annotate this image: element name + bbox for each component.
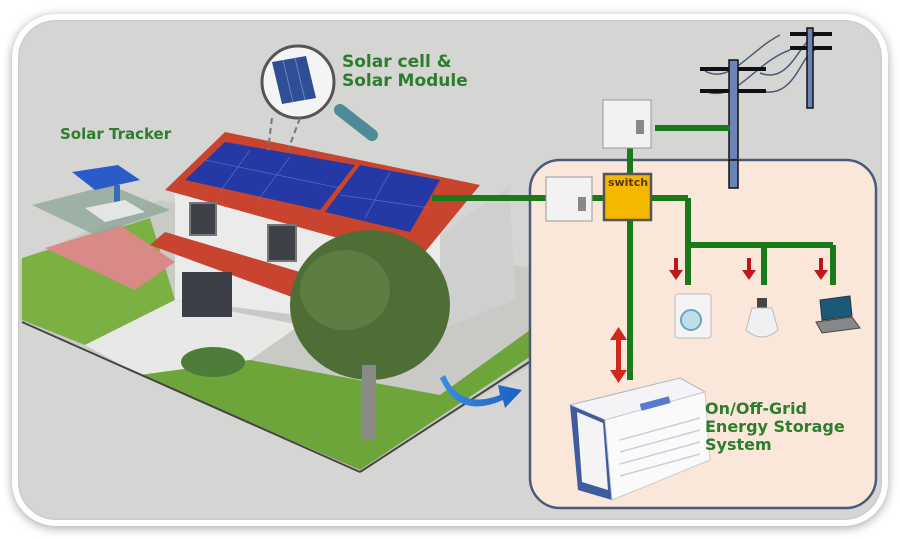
solar-array-1 xyxy=(185,142,355,210)
switch-box xyxy=(602,172,653,222)
storage-label-line3: System xyxy=(705,434,772,454)
meter-box-icon xyxy=(545,99,652,222)
patio xyxy=(45,225,175,290)
tree-trunk xyxy=(362,365,376,440)
battery-storage-icon xyxy=(568,377,711,501)
tracker-panel xyxy=(72,165,140,190)
light-bulb-icon xyxy=(745,298,779,338)
window xyxy=(189,202,217,236)
storage-label: On/Off-Grid Energy Storage System xyxy=(705,400,845,454)
solar-cell-label-line2: Solar Module xyxy=(342,71,468,92)
window xyxy=(267,224,297,262)
storage-label-line2: Energy Storage xyxy=(705,416,845,436)
laptop-icon xyxy=(815,295,861,334)
curved-arrow-icon xyxy=(440,375,522,408)
solar-cell-label: Solar cell & Solar Module xyxy=(342,52,468,92)
power-pole-icon xyxy=(700,27,832,189)
garage-door xyxy=(182,272,232,317)
driveway xyxy=(85,300,300,375)
shrub xyxy=(181,347,245,377)
house-side-wall xyxy=(440,185,515,330)
down-arrow-icon xyxy=(669,258,828,280)
wiring xyxy=(432,125,836,380)
switch-label: switch xyxy=(607,176,649,189)
storage-label-line1: On/Off-Grid xyxy=(705,399,807,418)
washing-machine-icon xyxy=(674,293,712,339)
solar-cell-label-line1: Solar cell & xyxy=(342,52,452,72)
solar-tracker-label: Solar Tracker xyxy=(60,125,172,143)
magnifier-icon xyxy=(260,44,378,151)
porch-roof xyxy=(150,232,310,300)
solar-array-2 xyxy=(325,165,440,232)
bidirectional-arrow-icon xyxy=(610,327,627,383)
